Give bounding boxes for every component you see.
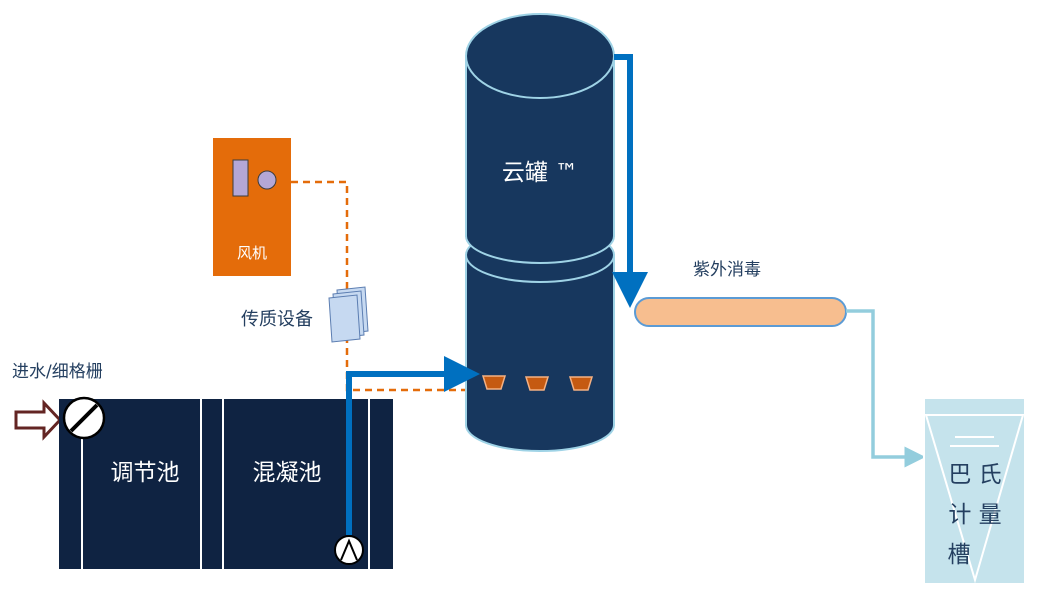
outlet-line: [846, 309, 926, 468]
uv-disinfection-unit: [634, 297, 847, 327]
blower: 风机: [213, 138, 291, 276]
mass-transfer-device-icon: [328, 286, 369, 343]
mass-transfer-label: 传质设备: [241, 309, 313, 330]
uv-disinfection-label: 紫外消毒: [693, 260, 761, 280]
inlet-label: 进水/细格栅: [12, 362, 103, 382]
parshall-label-line1: 巴 氏: [948, 462, 1001, 488]
parshall-label-line3: 槽: [948, 542, 971, 568]
air-line: [291, 180, 349, 290]
pump-water-pipe: [346, 356, 480, 535]
blower-label: 风机: [237, 244, 267, 262]
parshall-label-line2: 计 量: [948, 502, 1001, 528]
tank-outflow-pipe: [612, 54, 648, 308]
blower-fan-icon: [257, 170, 277, 190]
coagulation-tank-label: 混凝池: [253, 460, 322, 486]
diffusers: [481, 375, 594, 391]
inlet-arrow-icon: [14, 399, 63, 441]
fine-screen-icon: [62, 396, 106, 440]
diffuser-icon: [524, 376, 550, 391]
cloud-tank-label: 云罐 ™: [502, 160, 578, 186]
parshall-flume: [923, 397, 1026, 585]
equalization-tank-label: 调节池: [111, 460, 180, 486]
diffuser-icon: [568, 376, 594, 391]
pump-icon: [334, 535, 364, 565]
diffuser-icon: [481, 375, 507, 390]
blower-motor-icon: [232, 159, 249, 197]
cloud-tank: [465, 13, 615, 452]
